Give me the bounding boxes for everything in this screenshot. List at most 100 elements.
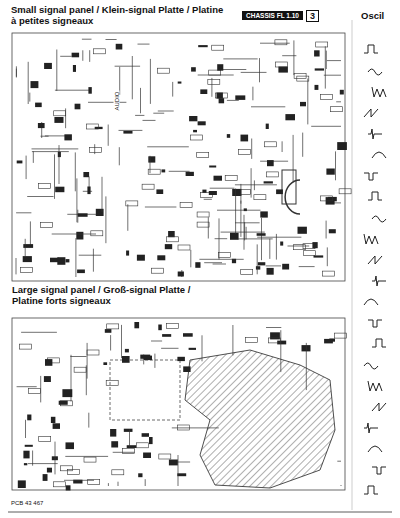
component xyxy=(156,189,163,194)
pcb-trace xyxy=(260,161,288,162)
page-number: 3 xyxy=(306,10,319,22)
panel-outline xyxy=(12,318,345,490)
component-outline xyxy=(28,388,40,393)
pcb-trace xyxy=(252,87,253,101)
component-outline xyxy=(254,195,266,200)
pcb-trace xyxy=(311,126,341,127)
pcb-trace xyxy=(327,247,328,266)
oscillogram xyxy=(364,486,378,494)
component-outline xyxy=(238,149,250,154)
pcb-trace xyxy=(241,72,267,73)
pcb-trace xyxy=(244,215,245,250)
component xyxy=(23,451,29,459)
component-outline xyxy=(142,184,154,189)
pcb-trace xyxy=(198,75,234,76)
pcb-trace xyxy=(213,264,226,265)
pcb-trace xyxy=(280,330,281,372)
pcb-trace xyxy=(223,58,257,59)
component xyxy=(200,89,207,94)
pcb-trace xyxy=(26,156,27,180)
pcb-trace xyxy=(211,78,212,97)
pcb-trace xyxy=(302,133,303,157)
component xyxy=(148,156,155,162)
component xyxy=(62,389,72,397)
component xyxy=(189,348,196,350)
component xyxy=(312,242,317,248)
pcb-trace xyxy=(16,66,17,76)
pcb-trace xyxy=(32,148,79,149)
component xyxy=(183,366,190,372)
pcb-trace xyxy=(235,184,277,185)
component xyxy=(329,229,336,233)
pcb-trace xyxy=(16,212,31,213)
component-outline xyxy=(166,237,178,242)
component xyxy=(54,117,63,123)
component-outline xyxy=(91,231,103,236)
pcb-trace xyxy=(59,145,60,184)
pcb-trace xyxy=(52,234,96,235)
pcb-trace xyxy=(257,237,301,238)
pcb-trace xyxy=(54,154,55,199)
pcb-trace xyxy=(121,325,122,358)
component-outline xyxy=(87,124,99,129)
component-outline xyxy=(339,189,351,194)
component xyxy=(66,485,71,490)
component-outline xyxy=(197,222,209,227)
pcb-trace xyxy=(135,115,144,116)
pcb-trace xyxy=(118,482,119,486)
pcb-trace xyxy=(138,44,150,45)
component-outline xyxy=(21,267,33,272)
component xyxy=(149,437,153,444)
pcb-trace xyxy=(102,177,103,212)
component xyxy=(282,264,289,270)
component xyxy=(96,209,104,216)
pcb-trace xyxy=(75,152,76,191)
pcb-trace xyxy=(140,88,141,113)
pcb-trace xyxy=(108,483,109,486)
pcb-trace xyxy=(79,255,102,256)
component xyxy=(137,255,145,261)
component xyxy=(103,362,107,365)
component-outline xyxy=(320,196,332,201)
component-outline xyxy=(293,245,305,250)
component xyxy=(276,189,283,194)
oscillogram xyxy=(368,320,382,327)
component-outline xyxy=(330,107,342,112)
pcb-trace xyxy=(172,427,219,428)
component-outline xyxy=(268,338,280,343)
pcb-trace xyxy=(325,46,326,88)
pcb-trace xyxy=(40,376,41,403)
pcb-trace xyxy=(113,452,135,453)
pcb-trace xyxy=(17,386,37,387)
oscillogram xyxy=(364,363,378,369)
pcb-trace xyxy=(293,135,294,182)
oscillogram xyxy=(372,152,386,158)
component xyxy=(134,322,139,328)
component-outline xyxy=(122,448,134,453)
component xyxy=(38,123,45,128)
pcb-trace xyxy=(87,343,88,379)
component xyxy=(57,257,65,265)
pcb-trace xyxy=(199,259,243,260)
component xyxy=(340,90,344,95)
pcb-trace xyxy=(202,335,203,361)
panel-heading: Large signal panel / Groß-signal Platte … xyxy=(10,284,214,306)
component xyxy=(195,262,200,268)
pcb-trace xyxy=(238,238,273,239)
pcb-trace xyxy=(251,168,252,197)
pcb-trace xyxy=(266,327,281,328)
component xyxy=(270,332,280,339)
component xyxy=(44,63,52,69)
component xyxy=(23,244,33,248)
oscillogram xyxy=(372,276,386,286)
pcb-trace xyxy=(45,135,65,136)
component xyxy=(235,95,245,100)
component xyxy=(198,45,208,47)
pcb-trace xyxy=(324,75,341,76)
pcb-trace xyxy=(28,62,29,104)
oscillogram xyxy=(368,381,382,391)
component xyxy=(191,67,196,71)
component xyxy=(280,242,283,246)
pcb-trace xyxy=(269,239,270,259)
component xyxy=(162,334,171,337)
